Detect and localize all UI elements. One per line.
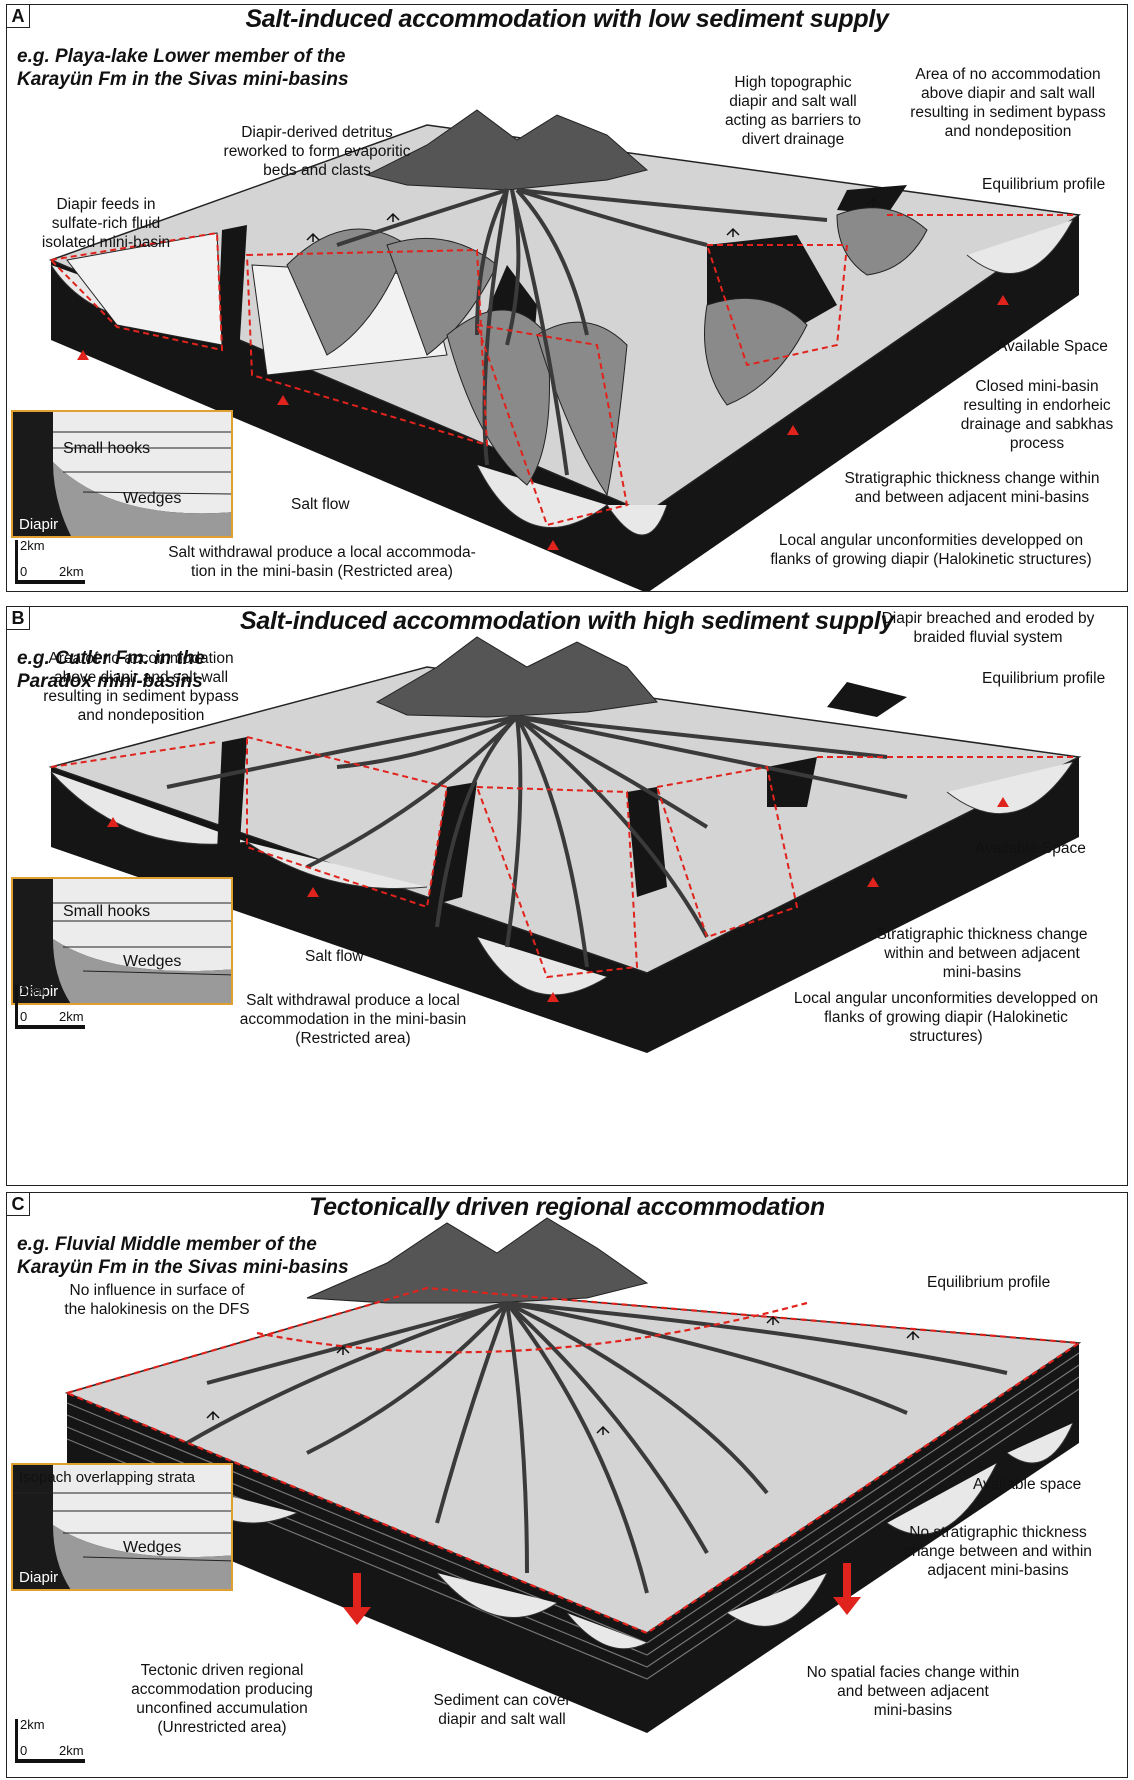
panel-a: A Salt-induced accommodation with low se…: [6, 4, 1128, 592]
label-tectonic: Tectonic driven regional accommodation p…: [107, 1661, 337, 1737]
scale-horizontal: 2km: [59, 1009, 84, 1024]
salt-wall: [827, 682, 907, 717]
panel-title: Salt-induced accommodation with low sedi…: [7, 5, 1127, 34]
inset-label-diapir: Diapir: [19, 1569, 58, 1586]
label-equilibrium: Equilibrium profile: [982, 175, 1105, 194]
label-detritus: Diapir-derived detritus reworked to form…: [197, 123, 437, 180]
inset-label-bottom: Wedges: [123, 953, 181, 971]
label-diapir-feeds: Diapir feeds in sulfate-rich fluid isola…: [21, 195, 191, 252]
inset-label-bottom: Wedges: [123, 1539, 181, 1557]
scale-zero: 0: [20, 564, 27, 579]
label-available-space: Available Space: [997, 337, 1108, 356]
label-salt-flow: Salt flow: [291, 495, 350, 514]
label-breached: Diapir breached and eroded by braided fl…: [853, 609, 1123, 647]
label-unconformities: Local angular unconformities developped …: [763, 989, 1128, 1046]
scale-vertical: 2km: [20, 538, 45, 553]
label-sediment-cover: Sediment can cover diapir and salt wall: [407, 1691, 597, 1729]
inset-label-top: Small hooks: [63, 903, 150, 921]
scale-vertical: 2km: [20, 1717, 45, 1732]
label-equilibrium: Equilibrium profile: [982, 669, 1105, 688]
scale-horizontal: 2km: [59, 564, 84, 579]
label-no-accommodation: Area of no accommodation above diapir an…: [893, 65, 1123, 141]
label-high-topo: High topographic diapir and salt wall ac…: [693, 73, 893, 149]
panel-title: Tectonically driven regional accommodati…: [7, 1193, 1127, 1222]
example-text: e.g. Fluvial Middle member of the Karayü…: [17, 1233, 349, 1279]
inset-detail: Isopach overlapping strata Wedges Diapir: [11, 1463, 233, 1591]
label-salt-withdrawal: Salt withdrawal produce a local accommod…: [132, 543, 512, 581]
label-strat-thickness: Stratigraphic thickness change within an…: [847, 925, 1117, 982]
label-no-strat-change: No stratigraphic thickness change betwee…: [873, 1523, 1123, 1580]
scale-horizontal: 2km: [59, 1743, 84, 1758]
panel-c: C Tectonically driven regional accommoda…: [6, 1192, 1128, 1778]
scale-zero: 0: [20, 1009, 27, 1024]
label-closed-basin: Closed mini-basin resulting in endorheic…: [947, 377, 1127, 453]
label-equilibrium: Equilibrium profile: [927, 1273, 1050, 1292]
mountain: [377, 637, 657, 717]
label-strat-thickness: Stratigraphic thickness change within an…: [817, 469, 1127, 507]
label-available-space: Available space: [973, 1475, 1081, 1494]
label-no-accommodation: Area of no accommodation above diapir an…: [21, 649, 261, 725]
panel-b: B Salt-induced accommodation with high s…: [6, 606, 1128, 1186]
scale-vertical: 2km: [20, 983, 45, 998]
inset-label-top: Small hooks: [63, 440, 150, 458]
example-text: e.g. Playa-lake Lower member of the Kara…: [17, 45, 349, 91]
mountain: [307, 1218, 647, 1303]
inset-label-top: Isopach overlapping strata: [19, 1469, 195, 1486]
label-unconformities: Local angular unconformities developped …: [733, 531, 1128, 569]
scale-zero: 0: [20, 1743, 27, 1758]
label-salt-withdrawal: Salt withdrawal produce a local accommod…: [213, 991, 493, 1048]
label-no-facies-change: No spatial facies change within and betw…: [783, 1663, 1043, 1720]
label-available-space: Available Space: [975, 839, 1086, 858]
inset-label-bottom: Wedges: [123, 490, 181, 508]
inset-label-diapir: Diapir: [19, 516, 58, 533]
label-no-influence: No influence in surface of the halokines…: [37, 1281, 277, 1319]
scale-bar: 2km 0 2km: [15, 985, 105, 1033]
inset-detail: Small hooks Wedges Diapir: [11, 410, 233, 538]
label-salt-flow: Salt flow: [305, 947, 364, 966]
scale-bar: 2km 0 2km: [15, 1719, 105, 1767]
scale-bar: 2km 0 2km: [15, 540, 105, 588]
